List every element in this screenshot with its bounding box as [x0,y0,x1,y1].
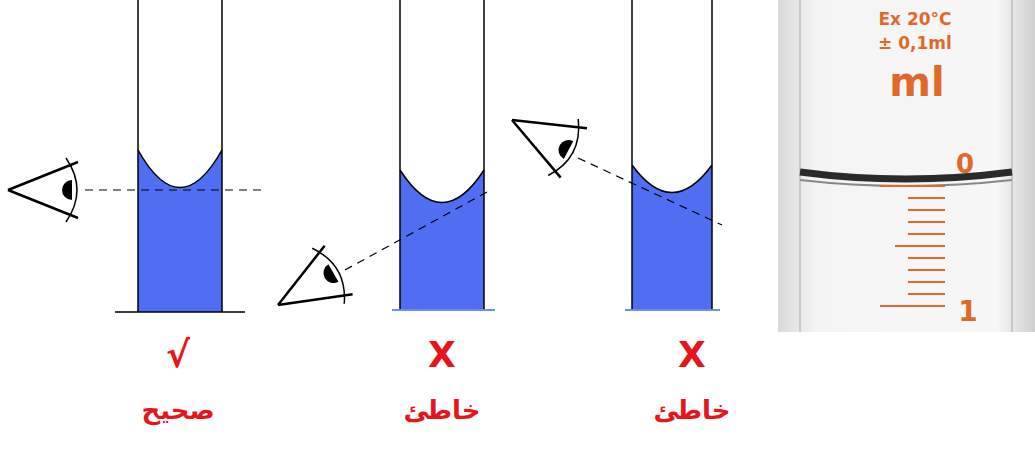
tube-wall [483,0,485,310]
verdict-mark: √ [166,335,190,375]
tube-wall [631,0,633,310]
tolerance-mark: ± 0,1ml [878,34,952,53]
tube-wall [221,0,223,312]
tube-base [115,311,245,313]
eye-symbol [497,92,589,181]
liquid [138,150,222,312]
liquid [632,165,712,310]
burette-wall [799,0,801,332]
verdict-mark: X [678,335,706,375]
tube-wall [137,0,139,312]
burette-photo [778,0,1035,332]
meniscus [400,170,484,203]
temperature-mark: Ex 20°C [878,10,951,29]
meniscus [800,172,1012,179]
meniscus-shadow [800,180,1012,186]
tube-base [392,309,495,311]
verdict-word: خاطئ [654,396,731,425]
verdict-word: خاطئ [404,396,481,425]
eye-symbol [8,158,78,222]
scale-number: 1 [958,297,977,328]
eye-symbol [262,242,355,332]
tube-base [625,309,720,311]
sight-line [85,189,265,190]
sight-line [578,158,722,225]
burette-wall [1011,0,1013,332]
tube-wall [399,0,401,310]
verdict-word: صحيح [141,396,214,425]
liquid [400,170,484,310]
scale-number: 0 [956,150,974,179]
sight-line [345,192,487,270]
unit-mark: ml [889,60,944,104]
verdict-mark: X [428,335,456,375]
meniscus [138,150,222,188]
graduation-marks [880,186,945,306]
tube-wall [711,0,713,310]
